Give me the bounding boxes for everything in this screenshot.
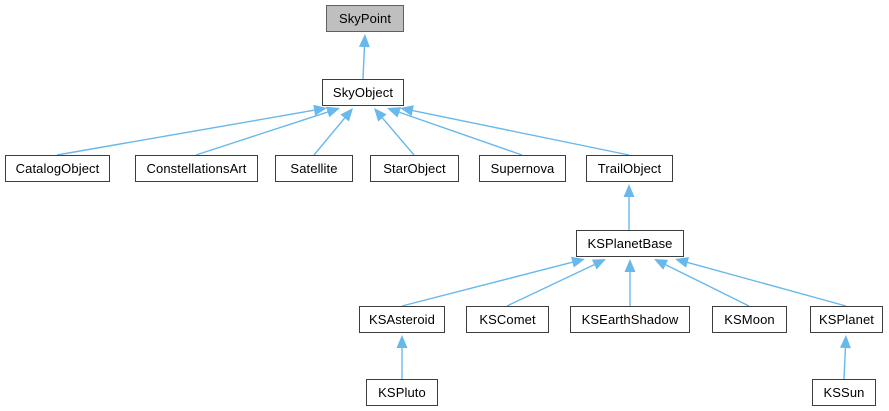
class-node-constellationsart[interactable]: ConstellationsArt <box>135 155 258 182</box>
class-node-label: SkyObject <box>332 85 394 100</box>
inheritance-edge-kscomet-to-ksplanetbase <box>506 259 606 307</box>
inheritance-edge-ksasteroid-to-ksplanetbase <box>401 256 585 307</box>
class-node-ksasteroid[interactable]: KSAsteroid <box>359 306 445 333</box>
class-node-starobject[interactable]: StarObject <box>370 155 459 182</box>
class-node-ksearthshadow[interactable]: KSEarthShadow <box>570 306 690 333</box>
edge-line <box>412 109 630 156</box>
class-node-satellite[interactable]: Satellite <box>275 155 353 182</box>
edge-arrowhead <box>623 184 635 197</box>
class-node-label: KSSun <box>823 385 865 400</box>
inheritance-edge-trailobject-to-skyobject <box>400 105 630 156</box>
edge-arrowhead <box>374 108 387 122</box>
edge-arrowhead <box>571 256 585 268</box>
inheritance-edge-kssun-to-ksplanet <box>839 335 851 380</box>
edge-arrowhead <box>839 335 851 349</box>
edge-arrowhead <box>675 257 689 268</box>
class-node-label: KSPlanet <box>818 312 874 327</box>
edge-arrowhead <box>325 106 340 118</box>
class-node-label: KSPlanetBase <box>587 236 673 251</box>
inheritance-edge-ksmoon-to-ksplanetbase <box>654 259 750 307</box>
edge-line <box>362 46 366 80</box>
class-node-label: StarObject <box>383 161 446 176</box>
inheritance-edge-ksplanetbase-to-trailobject <box>623 184 635 230</box>
inheritance-edge-ksplanet-to-ksplanetbase <box>675 257 847 307</box>
edge-line <box>381 117 415 156</box>
class-node-label: Supernova <box>490 161 555 176</box>
inheritance-edge-catalogobject-to-skyobject <box>56 104 327 156</box>
class-node-label: KSAsteroid <box>368 312 436 327</box>
class-node-kscomet[interactable]: KSComet <box>466 306 549 333</box>
class-node-ksplanetbase[interactable]: KSPlanetBase <box>576 230 684 257</box>
edge-line <box>687 261 847 307</box>
class-node-ksplanet[interactable]: KSPlanet <box>810 306 883 333</box>
edge-line <box>195 111 328 156</box>
class-node-trailobject[interactable]: TrailObject <box>586 155 673 182</box>
class-node-supernova[interactable]: Supernova <box>479 155 566 182</box>
inheritance-edge-kspluto-to-ksasteroid <box>396 335 408 379</box>
edge-line <box>665 264 750 307</box>
class-node-label: KSPluto <box>378 385 426 400</box>
edge-line <box>506 263 595 307</box>
edge-arrowhead <box>396 335 408 348</box>
class-node-ksmoon[interactable]: KSMoon <box>712 306 787 333</box>
class-node-label: ConstellationsArt <box>146 161 247 176</box>
edge-arrowhead <box>358 34 370 48</box>
edge-arrowhead <box>400 105 414 117</box>
class-node-label: CatalogObject <box>15 161 100 176</box>
edge-arrowhead <box>340 108 353 122</box>
class-node-label: KSComet <box>479 312 536 327</box>
edge-line <box>401 261 573 307</box>
edge-arrowhead <box>313 104 327 116</box>
class-node-skyobject[interactable]: SkyObject <box>322 79 404 106</box>
class-node-label: KSEarthShadow <box>581 312 679 327</box>
class-node-skypoint[interactable]: SkyPoint <box>326 5 404 32</box>
edge-arrowhead <box>591 259 606 270</box>
edge-line <box>56 109 315 156</box>
inheritance-edge-ksearthshadow-to-ksplanetbase <box>624 259 636 306</box>
class-node-catalogobject[interactable]: CatalogObject <box>5 155 110 182</box>
class-node-label: TrailObject <box>597 161 662 176</box>
class-node-label: Satellite <box>290 161 338 176</box>
edge-arrowhead <box>654 259 669 270</box>
inheritance-edge-skyobject-to-skypoint <box>358 34 370 80</box>
edge-arrowhead <box>624 259 636 272</box>
inheritance-edge-starobject-to-skyobject <box>374 108 415 156</box>
class-node-label: SkyPoint <box>338 11 392 26</box>
class-node-kspluto[interactable]: KSPluto <box>366 379 438 406</box>
edge-line <box>399 111 523 156</box>
class-node-label: KSMoon <box>724 312 775 327</box>
inheritance-edge-satellite-to-skyobject <box>313 108 353 156</box>
edge-line <box>843 347 847 380</box>
class-node-kssun[interactable]: KSSun <box>812 379 876 406</box>
inheritance-edge-supernova-to-skyobject <box>387 107 523 156</box>
edge-line <box>313 117 346 156</box>
inheritance-edge-constellationsart-to-skyobject <box>195 106 340 156</box>
edge-arrowhead <box>387 107 402 118</box>
